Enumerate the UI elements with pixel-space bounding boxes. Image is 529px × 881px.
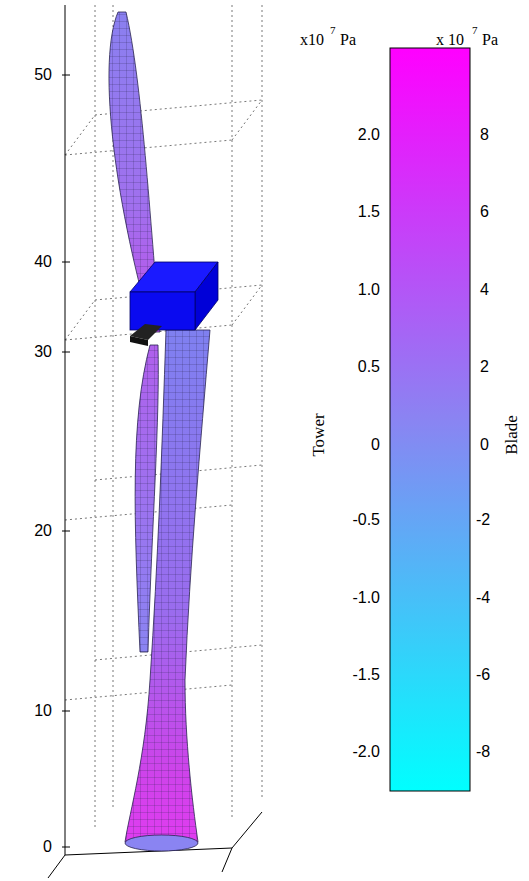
blade-tick: -2 <box>476 512 490 528</box>
blade-tick: 8 <box>480 127 489 143</box>
tower-tick: -1.5 <box>352 667 380 683</box>
axis-tick: 10 <box>34 703 52 719</box>
unit-exponent: 7 <box>330 25 336 36</box>
tower-tick: -0.5 <box>352 512 380 528</box>
axis-tick: 20 <box>34 523 52 539</box>
axis-tick: 50 <box>34 67 52 83</box>
blade-tick: -6 <box>476 667 490 683</box>
axis-title: Tower <box>310 413 327 456</box>
blade-tick: 4 <box>480 282 489 298</box>
tower-tick: 2.0 <box>358 127 380 143</box>
axis-tick: 0 <box>43 839 52 855</box>
tower-tick: -2.0 <box>352 744 380 760</box>
tower-tick: -1.0 <box>352 590 380 606</box>
blade-tick: -4 <box>476 590 490 606</box>
blade-tick: 2 <box>480 359 489 375</box>
tower-tick: 1.5 <box>358 204 380 220</box>
unit-label: x10 <box>300 32 324 48</box>
tower-tick: 0 <box>371 437 380 453</box>
blade-tick: 6 <box>480 204 489 220</box>
blade-tick: 0 <box>480 437 489 453</box>
unit-label: Pa <box>340 32 356 48</box>
axis-tick: 40 <box>34 254 52 270</box>
unit-exponent: 7 <box>472 25 478 36</box>
blade-tick: -8 <box>476 744 490 760</box>
unit-label: x 10 <box>436 32 464 48</box>
tower-tick: 1.0 <box>358 282 380 298</box>
unit-label: Pa <box>482 32 498 48</box>
axis-title: Blade <box>503 415 520 455</box>
tower-tick: 0.5 <box>358 359 380 375</box>
axis-tick: 30 <box>34 344 52 360</box>
